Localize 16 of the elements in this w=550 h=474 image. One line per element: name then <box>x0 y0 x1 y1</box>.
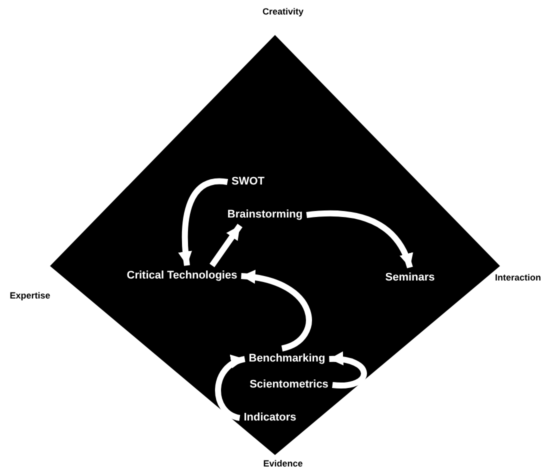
step-label: Seminars <box>385 272 435 284</box>
axis-label: Interaction <box>495 272 541 284</box>
step-label: Benchmarking <box>248 352 326 366</box>
curved-arrow <box>210 224 242 268</box>
curved-arrow <box>306 210 413 268</box>
axis-label: Creativity <box>262 6 304 18</box>
curved-arrow <box>215 356 246 421</box>
step-label: Critical Technologies <box>126 270 238 282</box>
curved-arrow <box>329 352 367 388</box>
axis-label: Evidence <box>263 458 303 470</box>
axis-label: Expertise <box>10 290 50 302</box>
step-label: SWOT <box>232 176 264 188</box>
curved-arrow <box>240 270 312 352</box>
step-label: Indicators <box>244 412 296 424</box>
step-label: Scientometrics <box>250 378 328 392</box>
step-label: Brainstorming <box>227 208 303 222</box>
